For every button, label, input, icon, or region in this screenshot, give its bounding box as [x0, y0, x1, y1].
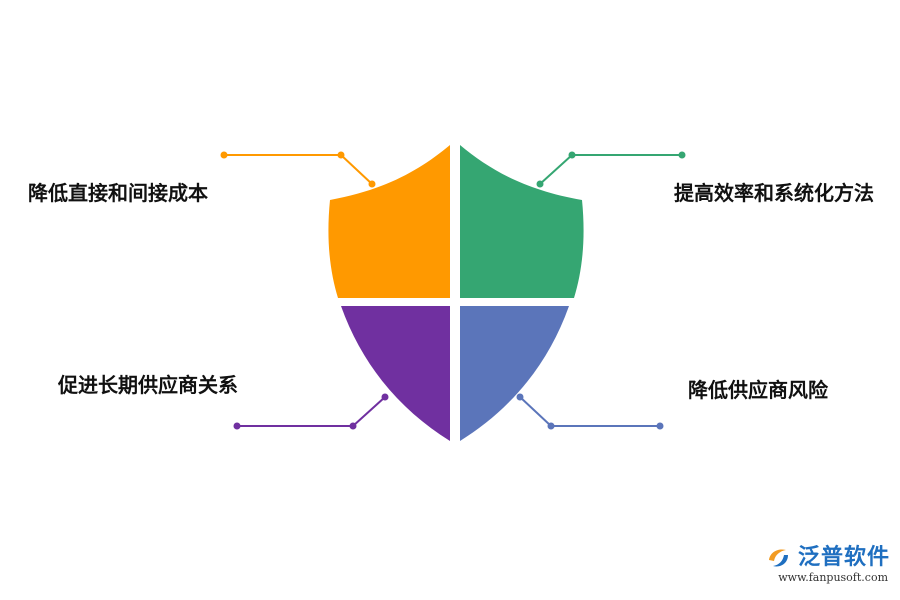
connector-top-right — [536, 151, 686, 188]
logo-name: 泛普软件 — [797, 545, 890, 570]
connector-top-left — [220, 151, 376, 188]
connector-dot — [656, 422, 664, 430]
fanpu-logo-icon — [768, 549, 788, 567]
connector-dot — [233, 422, 241, 430]
connector-dot — [349, 422, 357, 430]
connector-dot — [381, 393, 389, 401]
connector-line — [539, 154, 682, 185]
shield-quadrant-bottom-right — [460, 306, 569, 441]
label-bottom-left: 促进长期供应商关系 — [58, 373, 238, 397]
connector-dot — [516, 393, 524, 401]
connector-line — [237, 396, 386, 427]
connector-dot — [368, 180, 376, 188]
connector-bottom-left — [233, 393, 389, 430]
connector-line — [519, 396, 660, 427]
label-bottom-right: 降低供应商风险 — [688, 378, 828, 402]
shield-quadrant-top-right — [460, 145, 584, 298]
shield-quadrant-bottom-left — [341, 306, 450, 441]
connector-dot — [220, 151, 228, 159]
connector-dot — [568, 151, 576, 159]
connector-dot — [536, 180, 544, 188]
label-top-right: 提高效率和系统化方法 — [674, 181, 874, 205]
logo-url: www.fanpusoft.com — [778, 571, 888, 584]
shield-quadrant-top-left — [328, 145, 450, 298]
connector-dot — [337, 151, 345, 159]
label-top-left: 降低直接和间接成本 — [28, 181, 208, 205]
connector-line — [224, 154, 373, 185]
connector-dot — [678, 151, 686, 159]
connector-dot — [547, 422, 555, 430]
connector-bottom-right — [516, 393, 664, 430]
brand-logo: 泛普软件 www.fanpusoft.com — [766, 546, 890, 584]
